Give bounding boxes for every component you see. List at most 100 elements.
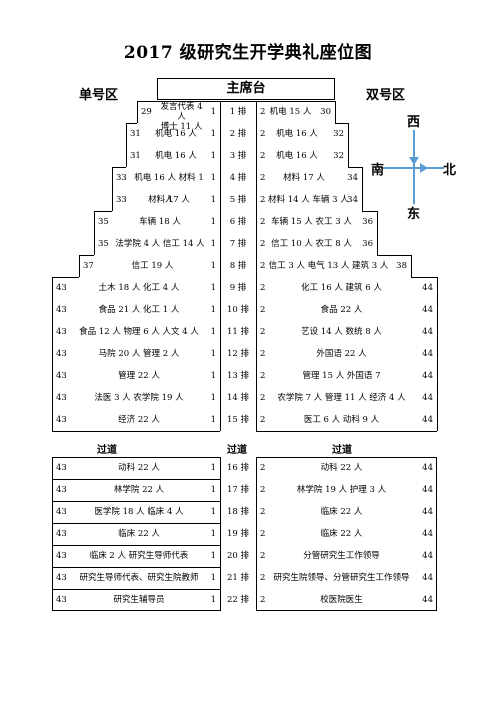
stage-label: 主席台 xyxy=(157,78,335,100)
seat-end-number: 44 xyxy=(422,349,433,359)
stair-edge-right xyxy=(437,387,438,409)
stair-edge-left xyxy=(52,321,53,343)
lower-row-separator xyxy=(52,567,220,568)
stair-step-right xyxy=(256,101,335,102)
seat-row-left: 43 林学院 22 人 1 xyxy=(52,479,220,501)
seat-start-number: 43 xyxy=(56,415,67,425)
seat-start-number: 2 xyxy=(260,507,266,517)
seat-group-text: 机电 15 人 xyxy=(269,107,312,117)
seat-group-text: 医学院 18 人 临床 4 人 xyxy=(94,507,184,517)
seat-group-text: 临床 22 人 xyxy=(118,529,160,539)
stair-step-left xyxy=(52,277,79,278)
seat-group-text: 机电 16 人 xyxy=(155,129,197,139)
stair-edge-left xyxy=(52,409,53,431)
seat-end-number: 32 xyxy=(333,129,344,139)
row-number-label: 20 排 xyxy=(226,551,250,561)
stair-edge-right xyxy=(437,365,438,387)
stair-edge-left xyxy=(126,123,127,145)
stair-step-right xyxy=(335,123,348,124)
seat-group-text: 食品 22 人 xyxy=(320,305,363,315)
row-number-label: 2 排 xyxy=(229,129,247,139)
seat-group-text: 动科 22 人 xyxy=(320,463,363,473)
seat-group-text: 车辆 18 人 xyxy=(139,217,181,227)
seat-start-number: 43 xyxy=(56,393,67,403)
seat-start-number: 2 xyxy=(260,217,266,227)
row-number-label: 14 排 xyxy=(226,393,250,403)
compass-south-label: 南 xyxy=(371,163,385,178)
seat-end-number: 32 xyxy=(333,151,344,161)
seat-end-number: 1 xyxy=(210,485,216,495)
seat-start-number: 2 xyxy=(260,485,266,495)
seat-group-text: 化工 16 人 建筑 6 人 xyxy=(301,283,382,293)
stair-edge-left xyxy=(52,299,53,321)
compass-west-label: 西 xyxy=(407,115,421,130)
seat-start-number: 2 xyxy=(260,107,266,117)
seat-end-number: 30 xyxy=(320,107,331,117)
seat-group-text: 校医院医生 xyxy=(320,595,363,605)
seat-start-number: 2 xyxy=(260,573,266,583)
seat-start-number: 43 xyxy=(56,507,67,517)
stair-edge-left xyxy=(137,101,138,123)
seat-group-text: 食品 21 人 化工 1 人 xyxy=(98,305,180,315)
seat-end-number: 44 xyxy=(422,595,433,605)
zone-odd-label: 单号区 xyxy=(79,88,119,103)
stair-edge-right xyxy=(437,321,438,343)
row-number-label: 22 排 xyxy=(226,595,250,605)
stair-step-right xyxy=(377,255,411,256)
seat-end-number: 34 xyxy=(347,195,358,205)
seat-end-number: 1 xyxy=(210,107,216,117)
stair-edge-right xyxy=(335,101,336,123)
seat-end-number: 1 xyxy=(210,573,216,583)
seat-group-text: 土木 18 人 化工 4 人 xyxy=(98,283,180,293)
seat-group-text: 机电 16 人 材料 1 人 xyxy=(134,173,204,205)
seat-start-number: 2 xyxy=(260,595,266,605)
seat-group-text: 林学院 22 人 xyxy=(113,485,165,495)
seat-end-number: 1 xyxy=(210,595,216,605)
seat-end-number: 44 xyxy=(422,485,433,495)
stair-edge-left xyxy=(79,255,80,277)
seat-start-number: 31 xyxy=(130,129,141,139)
stair-edge-left xyxy=(52,387,53,409)
seat-group-text: 管理 15 人 外国语 7 xyxy=(302,371,381,381)
seat-end-number: 44 xyxy=(422,283,433,293)
seat-group-text: 艺设 14 人 数统 8 人 xyxy=(301,327,382,337)
seat-end-number: 44 xyxy=(422,327,433,337)
seat-end-number: 1 xyxy=(210,393,216,403)
seat-start-number: 2 xyxy=(260,327,266,337)
seat-end-number: 1 xyxy=(210,415,216,425)
seat-start-number: 2 xyxy=(260,239,266,249)
stair-edge-left xyxy=(112,189,113,211)
seat-start-number: 43 xyxy=(56,327,67,337)
center-divider-right xyxy=(256,101,257,431)
lower-right-box xyxy=(256,457,437,611)
seat-group-text: 临床 2 人 研究生导师代表 xyxy=(89,551,189,561)
seat-group-text: 研究生导师代表、研究生院教师 xyxy=(79,573,199,583)
seat-end-number: 1 xyxy=(210,261,216,271)
row-number-label: 8 排 xyxy=(229,261,247,271)
stair-edge-left xyxy=(94,233,95,255)
row-number-label: 12 排 xyxy=(226,349,250,359)
seat-start-number: 2 xyxy=(260,463,266,473)
seat-group-text: 材料 14 人 车辆 3 人 xyxy=(268,195,349,205)
seat-start-number: 43 xyxy=(56,573,67,583)
seat-start-number: 43 xyxy=(56,485,67,495)
stair-edge-right xyxy=(377,211,378,233)
row-number-label: 17 排 xyxy=(226,485,250,495)
section-bottom-right xyxy=(256,431,437,432)
seat-start-number: 43 xyxy=(56,551,67,561)
